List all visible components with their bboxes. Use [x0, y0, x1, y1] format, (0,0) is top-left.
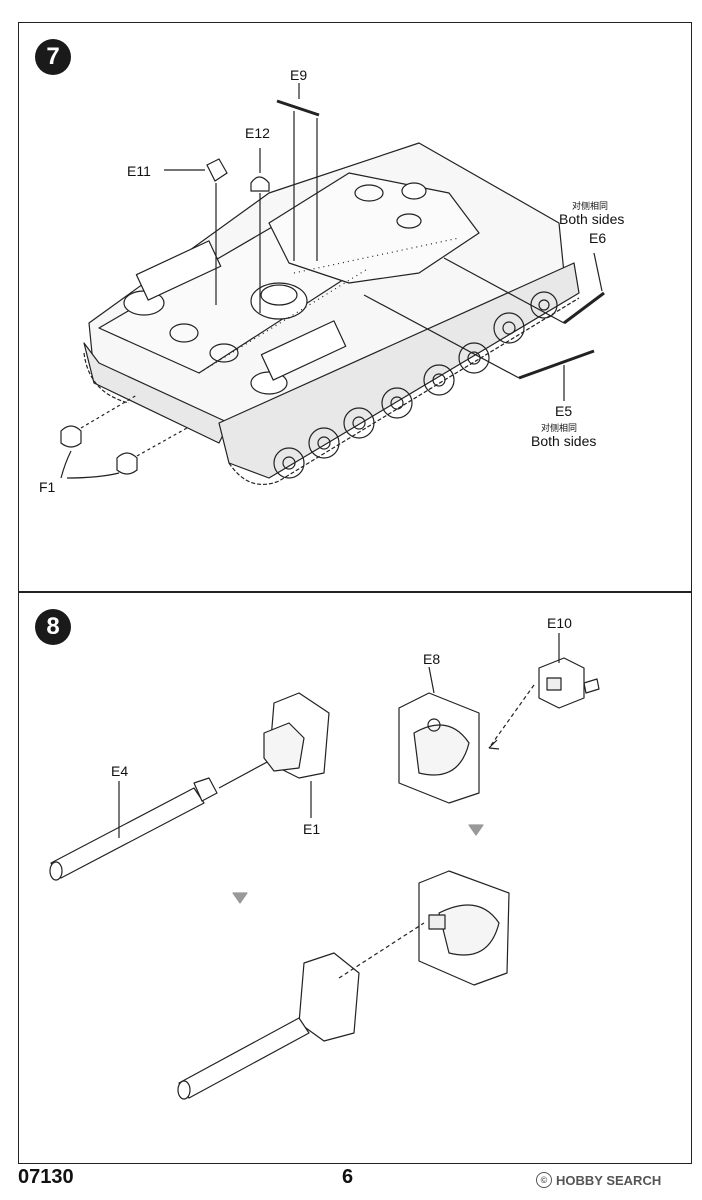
part-e5	[518, 349, 595, 380]
label-e12: E12	[245, 125, 270, 141]
copyright-icon: ©	[536, 1172, 552, 1188]
label-e10: E10	[547, 615, 572, 631]
part-f1-group	[60, 394, 188, 479]
part-e6	[563, 291, 605, 325]
label-both-sides-en-e6: Both sides	[559, 211, 625, 227]
label-e8: E8	[423, 651, 441, 667]
e4-to-e1-leader	[218, 760, 270, 789]
part-e8	[398, 692, 480, 804]
step-8-gun-illustration	[49, 633, 600, 1100]
label-e5: E5	[555, 403, 573, 419]
step-7-panel: 7	[18, 22, 692, 592]
part-f1-b	[116, 452, 138, 475]
part-e6-group	[443, 252, 605, 325]
watermark: © HOBBY SEARCH	[536, 1172, 661, 1188]
engine-grille-dome	[250, 282, 308, 320]
label-e1: E1	[303, 821, 321, 837]
right-track	[218, 262, 580, 479]
e10-arrow-head	[488, 739, 500, 750]
step-8-badge: 8	[35, 609, 71, 645]
e10-leader	[488, 684, 535, 749]
assembled-gun	[177, 952, 360, 1100]
engine-grille-top	[260, 284, 298, 306]
kit-number: 07130	[18, 1166, 74, 1188]
step-8-panel: 8	[18, 592, 692, 1164]
assembled-mantlet	[418, 870, 510, 986]
label-both-sides-cn-e5: 对侧相同	[541, 423, 578, 433]
fuel-tank-left-body	[135, 240, 222, 301]
step-7-badge: 7	[35, 39, 71, 75]
label-e4: E4	[111, 763, 129, 779]
label-both-sides-en-e5: Both sides	[531, 433, 597, 449]
part-e11-group	[164, 158, 228, 305]
down-arrow-left	[232, 892, 248, 904]
label-e11: E11	[127, 163, 151, 179]
part-f1-a	[60, 425, 82, 448]
loader-hatch	[396, 213, 422, 229]
part-e4	[49, 777, 218, 881]
label-f1: F1	[39, 479, 56, 495]
part-e10	[538, 657, 600, 709]
part-e12-group	[250, 148, 270, 313]
step-7-tank-illustration	[60, 83, 605, 485]
page-number: 6	[342, 1166, 354, 1188]
part-e9-group	[276, 83, 320, 261]
fuel-tank-right-body	[260, 320, 347, 381]
label-e9: E9	[290, 67, 308, 83]
part-e12	[250, 176, 270, 192]
engine-hatch-2	[209, 343, 239, 363]
label-e6: E6	[589, 230, 607, 246]
part-e9	[276, 99, 320, 117]
part-e11	[206, 158, 228, 182]
label-both-sides-cn-e6: 对侧相同	[572, 201, 609, 211]
engine-hatch-1	[169, 323, 199, 343]
watermark-text: HOBBY SEARCH	[556, 1172, 662, 1188]
down-arrow-right	[468, 824, 484, 836]
part-e1	[263, 692, 330, 779]
part-e5-group	[363, 294, 595, 401]
periscope-dome	[401, 182, 427, 200]
superstructure	[268, 172, 480, 284]
assembly-leader	[338, 922, 425, 979]
e8-leader	[428, 666, 435, 694]
commander-hatch	[354, 184, 384, 202]
